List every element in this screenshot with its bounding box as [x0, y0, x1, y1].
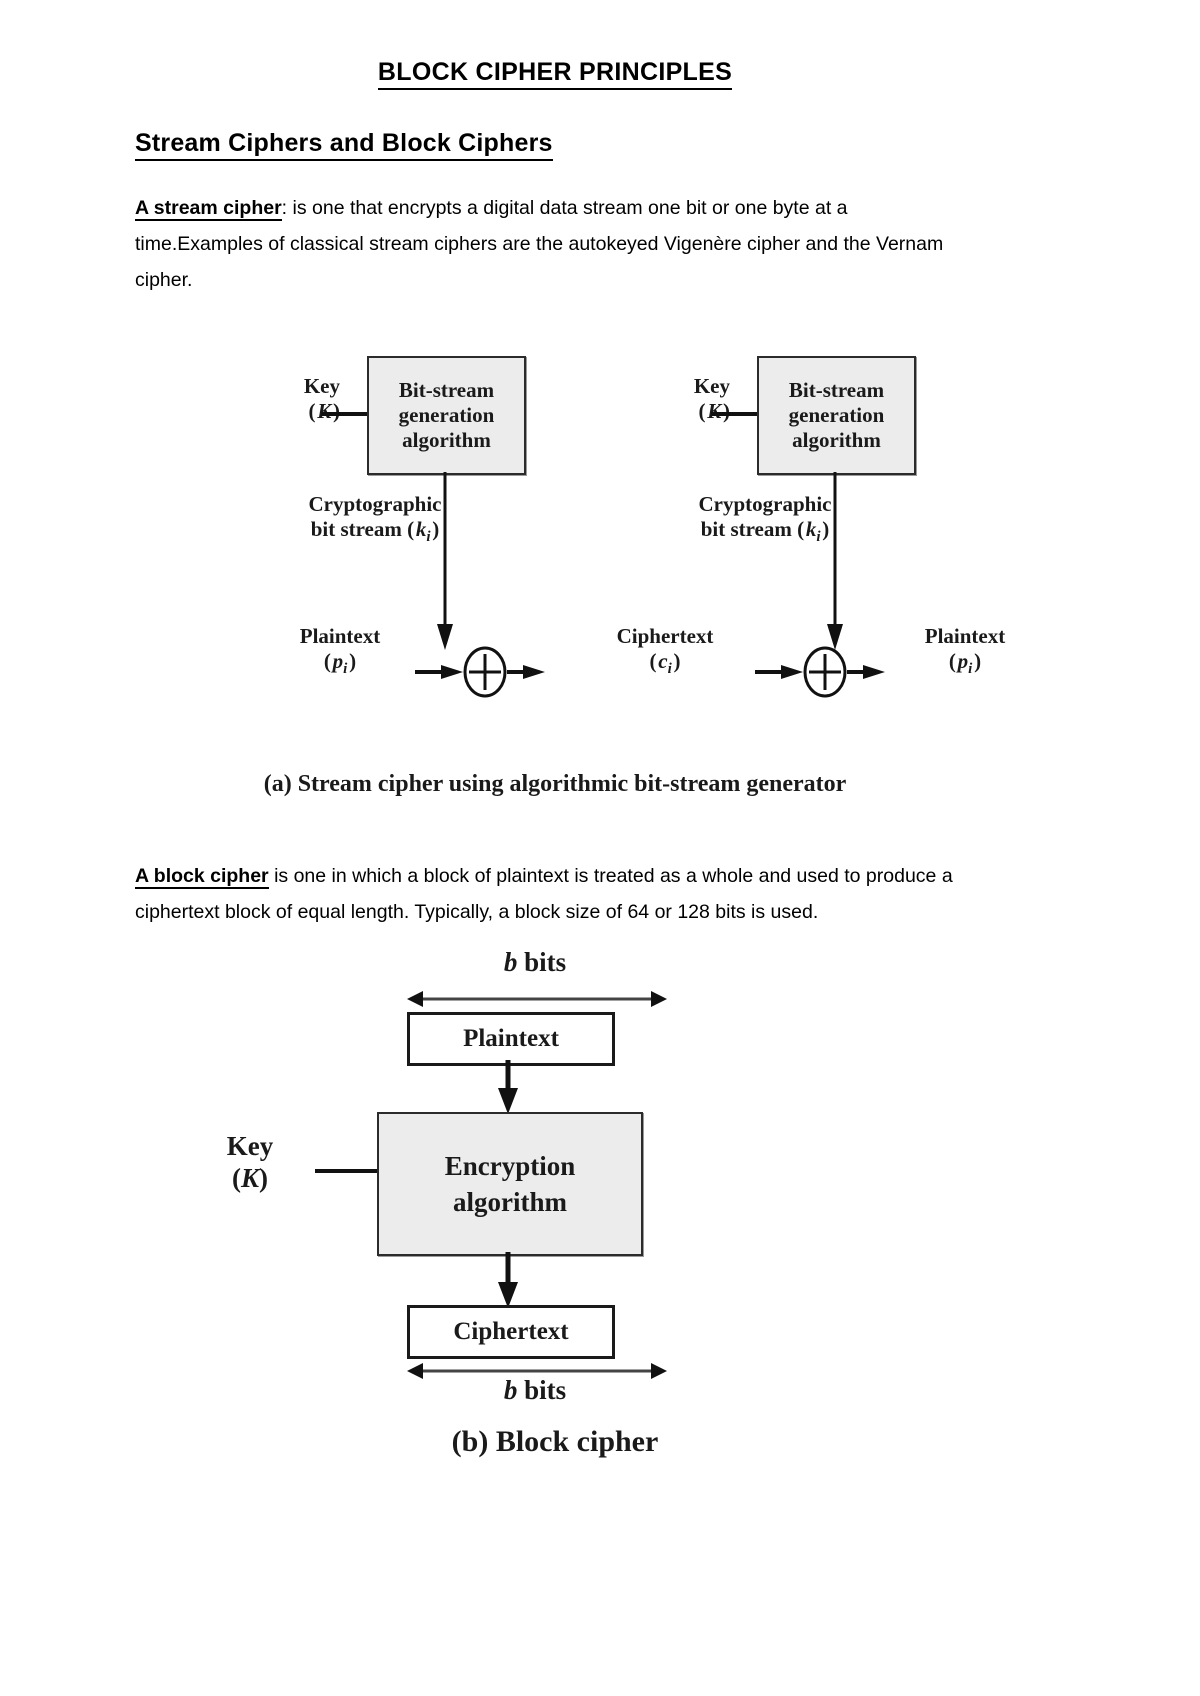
paragraph-block-cipher: A block cipher is one in which a block o… — [135, 858, 975, 930]
fig-b-plaintext-box: Plaintext — [407, 1011, 615, 1066]
fig-a-decrypt-key-symbol: ( K ) — [698, 399, 730, 423]
section-heading-text: Stream Ciphers and Block Ciphers — [135, 129, 553, 161]
fig-b-caption: (b) Block cipher — [451, 1424, 659, 1458]
fig-a-decrypt-stream-arrow — [827, 472, 843, 650]
paragraph-stream-cipher-body: : is one that encrypts a digital data st… — [135, 197, 944, 291]
figure-block-cipher: b bits Plaintext Key (K) — [135, 946, 975, 1480]
fig-a-encrypt-stream-label: Cryptographic bit stream ( ki ) — [308, 492, 442, 546]
fig-b-bottom-size-label: b bits — [503, 1374, 567, 1405]
fig-a-decrypt-output-symbol: ( pi ) — [948, 649, 982, 678]
figure-stream-cipher: Key ( K ) Bit-stream generation algorith… — [135, 346, 1005, 826]
fig-a-decrypt-stream-symbol: bit stream ( ki ) — [700, 517, 830, 546]
fig-a-decrypt-output-label: Plaintext ( pi ) — [924, 624, 1006, 678]
fig-b-encryption-box: Encryption algorithm — [377, 1111, 643, 1256]
fig-b-key-symbol: (K) — [231, 1162, 268, 1193]
fig-b-ciphertext-box: Ciphertext — [407, 1304, 615, 1359]
fig-a-encrypt-generator-box: Bit-stream generation algorithm — [367, 356, 526, 475]
fig-a-encrypt-key-symbol: ( K ) — [308, 399, 340, 423]
fig-a-decrypt-xor-group — [755, 646, 885, 698]
fig-a-encrypt-stream-arrow — [437, 472, 453, 650]
document-content: BLOCK CIPHER PRINCIPLES Stream Ciphers a… — [135, 0, 1005, 1480]
fig-a-encrypt-input-label: Plaintext ( pi ) — [299, 624, 381, 678]
fig-a-decrypt-input-label: Ciphertext ( ci ) — [616, 624, 714, 678]
section-heading: Stream Ciphers and Block Ciphers — [135, 129, 975, 161]
fig-b-ciphertext-arrow — [498, 1251, 518, 1308]
term-block-cipher: A block cipher — [135, 865, 269, 889]
fig-a-encrypt-xor-group — [415, 646, 545, 698]
page-title: BLOCK CIPHER PRINCIPLES — [135, 58, 975, 90]
fig-b-top-size-label: b bits — [503, 946, 567, 977]
fig-a-caption: (a) Stream cipher using algorithmic bit-… — [263, 771, 847, 797]
fig-b-bottom-width-arrow — [407, 1362, 667, 1379]
fig-a-decrypt-generator-box: Bit-stream generation algorithm — [757, 356, 916, 475]
fig-b-plaintext-arrow — [498, 1059, 518, 1114]
paragraph-block-cipher-body: is one in which a block of plaintext is … — [135, 865, 953, 923]
page-title-text: BLOCK CIPHER PRINCIPLES — [377, 58, 733, 90]
fig-a-encrypt-stream-symbol: bit stream ( ki ) — [310, 517, 440, 546]
paragraph-stream-cipher: A stream cipher: is one that encrypts a … — [135, 190, 975, 298]
fig-a-decrypt-input-symbol: ( ci ) — [649, 649, 681, 678]
term-stream-cipher: A stream cipher — [135, 197, 282, 221]
fig-a-encrypt-key-label: Key ( K ) — [303, 374, 340, 423]
fig-a-encrypt-input-symbol: ( pi ) — [323, 649, 357, 678]
fig-b-key-label: Key (K) — [226, 1130, 274, 1193]
fig-b-top-width-arrow — [407, 990, 667, 1007]
fig-a-decrypt-key-label: Key ( K ) — [693, 374, 730, 423]
fig-a-decrypt-stream-label: Cryptographic bit stream ( ki ) — [698, 492, 832, 546]
